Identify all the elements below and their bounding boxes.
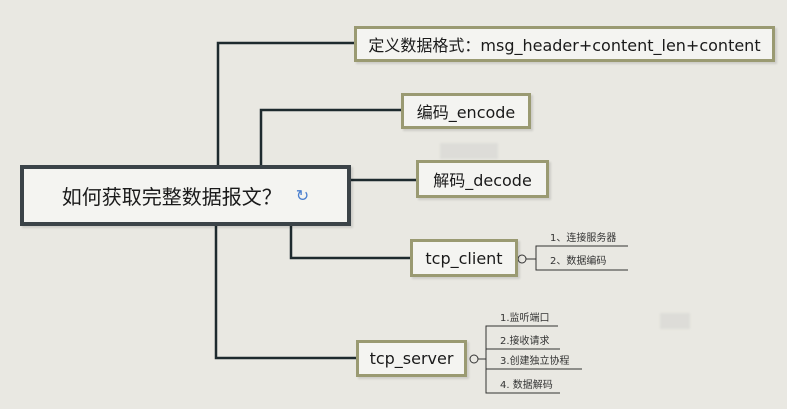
refresh-icon[interactable]: ↻ — [295, 186, 310, 205]
leaf-client-2[interactable]: 2、数据编码 — [550, 256, 607, 267]
branch-define-format[interactable]: 定义数据格式：msg_header+content_len+content — [354, 26, 775, 62]
branch-label: tcp_server — [369, 349, 454, 368]
leaf-server-1[interactable]: 1.监听端口 — [500, 313, 550, 324]
client-branch-node — [517, 254, 527, 264]
branch-encode[interactable]: 编码_encode — [401, 93, 531, 129]
connector-root-encode — [259, 108, 401, 165]
blurred-patch — [440, 143, 498, 159]
root-label: 如何获取完整数据报文？ — [61, 185, 282, 209]
root-node[interactable]: 如何获取完整数据报文？ ↻ — [20, 165, 351, 226]
branch-label: 解码_decode — [433, 171, 532, 190]
blurred-patch — [660, 313, 690, 329]
server-branch-lines — [478, 325, 582, 394]
leaf-server-4[interactable]: 4. 数据解码 — [500, 380, 553, 391]
branch-label: 编码_encode — [416, 103, 516, 122]
server-branch-node — [469, 354, 479, 364]
branch-tcp-client[interactable]: tcp_client — [410, 239, 518, 277]
leaf-client-1[interactable]: 1、连接服务器 — [550, 233, 617, 244]
branch-label: tcp_client — [425, 248, 503, 268]
leaf-server-2[interactable]: 2.接收请求 — [500, 336, 550, 347]
branch-label: 定义数据格式：msg_header+content_len+content — [368, 36, 761, 55]
leaf-server-3[interactable]: 3.创建独立协程 — [500, 356, 570, 367]
branch-tcp-server[interactable]: tcp_server — [356, 340, 467, 377]
connector-root-server — [214, 226, 356, 360]
connector-root-format — [216, 41, 356, 165]
connector-root-client — [289, 226, 410, 260]
client-branch-lines — [526, 245, 628, 271]
branch-decode[interactable]: 解码_decode — [416, 160, 549, 198]
